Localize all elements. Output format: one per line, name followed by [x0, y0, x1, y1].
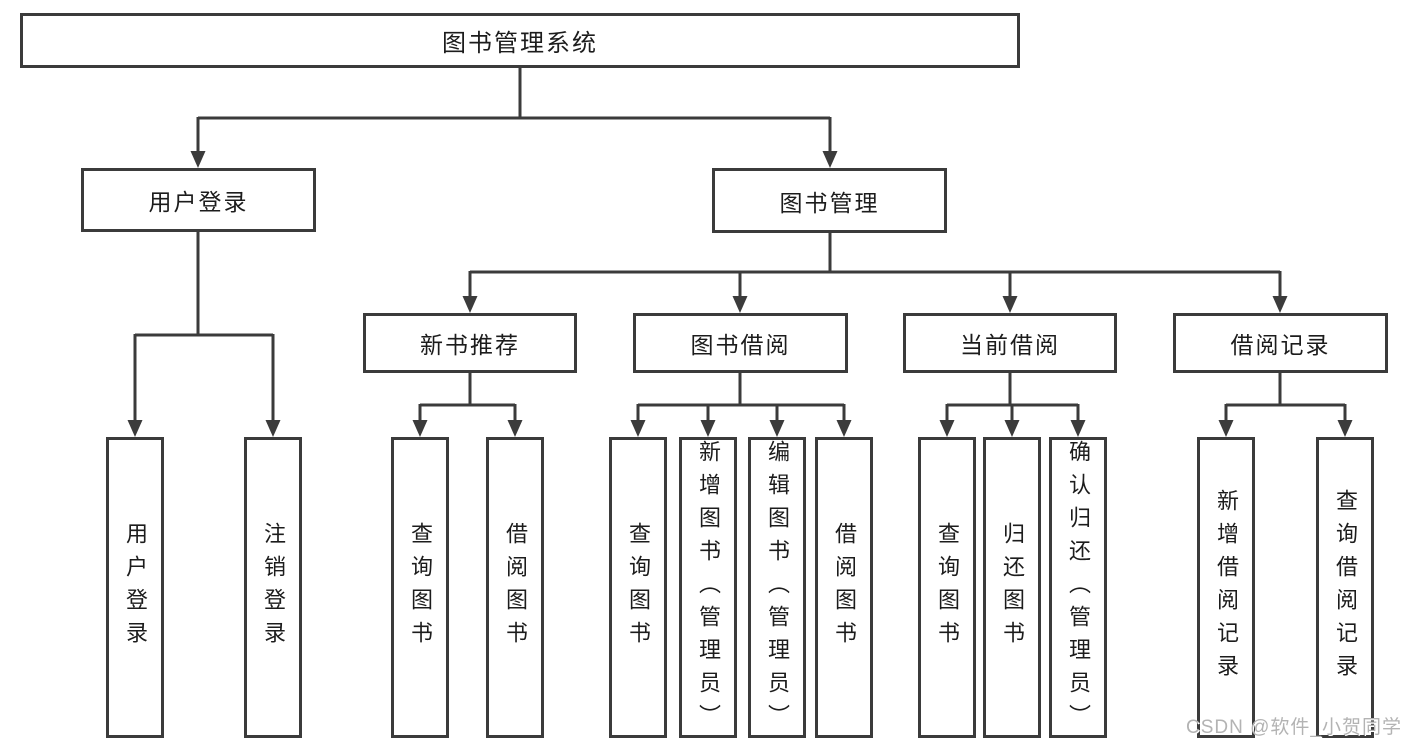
node-label: 编辑图书（管理员）: [765, 440, 790, 737]
leaf-return-books: 归还图书: [983, 437, 1041, 738]
node-label: 借阅记录: [1230, 332, 1331, 358]
leaf-confirm-return-admin: 确认归还（管理员）: [1049, 437, 1107, 738]
node-label: 归还图书: [1000, 521, 1025, 654]
node-label: 注销登录: [261, 521, 286, 654]
node-label: 新书推荐: [420, 332, 520, 358]
leaf-query-books-recommend: 查询图书: [391, 437, 449, 738]
node-borrowing-records: 借阅记录: [1173, 313, 1388, 373]
node-current-borrowing: 当前借阅: [903, 313, 1117, 373]
node-label: 当前借阅: [960, 332, 1060, 358]
node-label: 查询图书: [408, 521, 433, 654]
node-book-management: 图书管理: [712, 168, 947, 233]
leaf-query-books-current: 查询图书: [918, 437, 976, 738]
node-label: 借阅图书: [832, 521, 857, 654]
leaf-borrow-books-recommend: 借阅图书: [486, 437, 544, 738]
node-label: 新增借阅记录: [1214, 488, 1239, 687]
node-label: 借阅图书: [503, 521, 528, 654]
node-library-management-system: 图书管理系统: [20, 13, 1020, 68]
node-new-book-recommendation: 新书推荐: [363, 313, 577, 373]
node-label: 图书管理: [779, 189, 880, 216]
leaf-borrow-books-borrow: 借阅图书: [815, 437, 873, 738]
node-label: 图书借阅: [690, 332, 791, 358]
node-label: 查询图书: [626, 521, 651, 654]
node-label: 图书管理系统: [442, 30, 598, 57]
node-label: 查询借阅记录: [1333, 488, 1358, 687]
leaf-edit-books-admin: 编辑图书（管理员）: [748, 437, 806, 738]
node-user-login: 用户登录: [81, 168, 316, 232]
node-label: 用户登录: [123, 521, 148, 654]
node-label: 用户登录: [148, 189, 249, 215]
leaf-add-books-admin: 新增图书（管理员）: [679, 437, 737, 738]
leaf-add-borrow-record: 新增借阅记录: [1197, 437, 1255, 738]
watermark: CSDN @软件_小贺同学: [1186, 717, 1402, 738]
node-label: 查询图书: [935, 521, 960, 654]
leaf-query-borrow-record: 查询借阅记录: [1316, 437, 1374, 738]
leaf-logout-login: 注销登录: [244, 437, 302, 738]
leaf-user-login: 用户登录: [106, 437, 164, 738]
node-label: 新增图书（管理员）: [696, 440, 721, 737]
node-book-borrowing: 图书借阅: [633, 313, 848, 373]
node-label: 确认归还（管理员）: [1066, 440, 1091, 737]
leaf-query-books-borrow: 查询图书: [609, 437, 667, 738]
